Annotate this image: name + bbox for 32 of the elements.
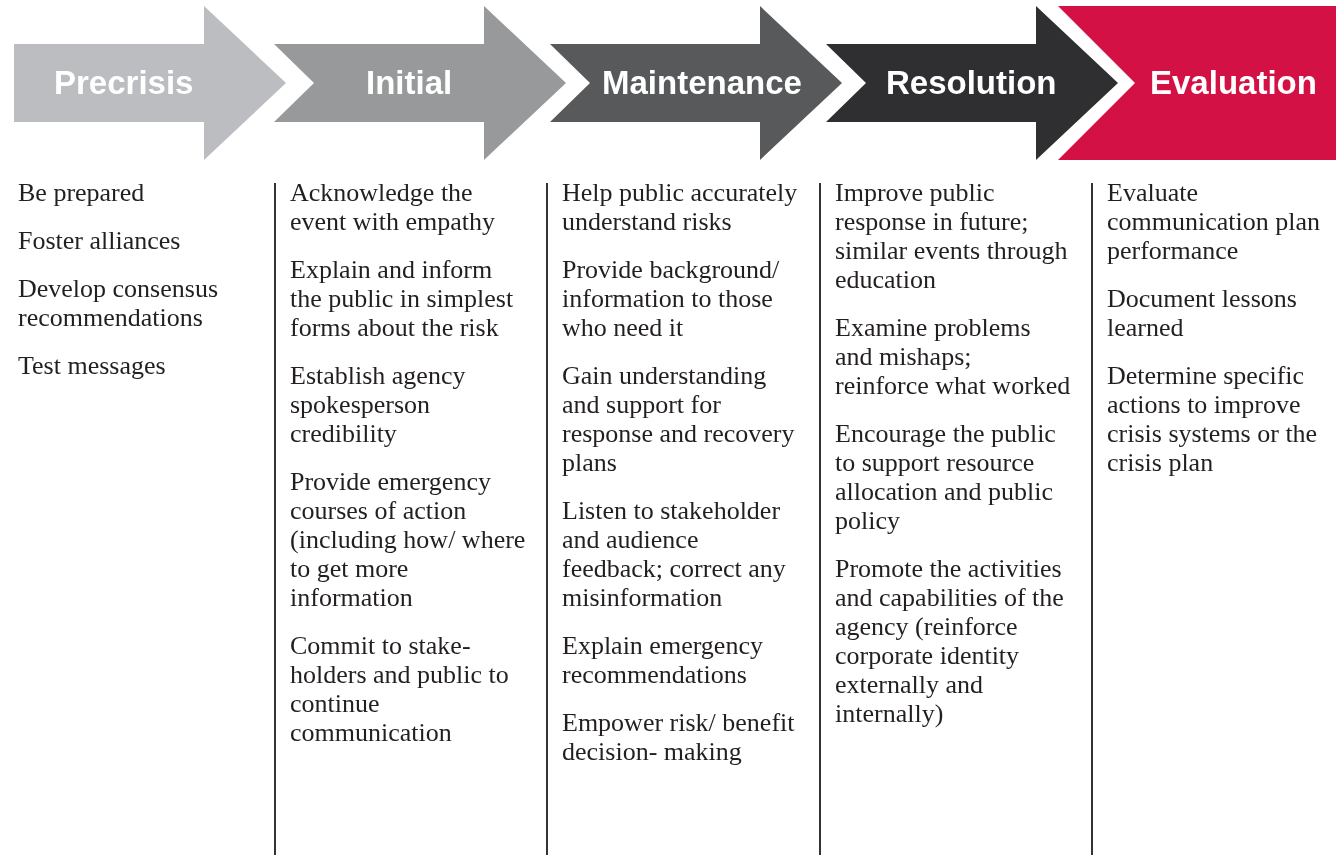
action-item: Explain emergency recommendations [562,631,764,689]
action-item: Listen to stakeholder and audience feedback; correct any misinformation [562,496,787,612]
phase-title: Precrisis [54,64,194,102]
phase-title: Evaluation [1150,64,1317,102]
action-item: Explain and inform the public in simplest forms about the risk [290,255,515,342]
action-item: Improve public response in future; similar events through education [835,178,1069,294]
action-item: Document lessons learned [1107,284,1298,342]
action-item: Be prepared [18,178,146,207]
phase-title: Initial [366,64,453,102]
phase-banner [826,6,1118,160]
phase-banner [550,6,842,160]
action-item: Help public accurately understand risks [562,178,798,236]
phase-banner [14,6,286,160]
action-item: Provide background/ information to those who need it [562,255,781,342]
phase-title: Maintenance [602,64,802,102]
action-item: Evaluate communication plan performance [1107,178,1321,265]
action-item: Establish agency spokesperson credibility [290,361,467,448]
action-item: Encourage the public to support resource allocation and public policy [835,419,1057,535]
action-item: Foster alliances [18,226,182,255]
action-item: Examine problems and mishaps; reinforce what worked [835,313,1071,400]
action-item: Provide emergency courses of action (including how/ where to get more information [290,467,526,612]
action-item: Determine specific actions to improve crisis systems or the crisis plan [1107,361,1319,477]
action-item: Commit to stake- holders and public to continue communication [290,631,510,747]
phase-banner [274,6,566,160]
action-item: Test messages [18,351,167,380]
action-item: Develop consensus recommendations [18,274,219,332]
action-item: Empower risk/ benefit decision- making [562,708,796,766]
phase-banner [1058,6,1336,160]
phase-title: Resolution [886,64,1057,102]
action-item: Gain understanding and support for response and recovery plans [562,361,796,477]
action-item: Acknowledge the event with empathy [290,178,497,236]
action-item: Promote the activities and capabilities of the agency (reinforce corporate identity externally and internally) [835,554,1065,728]
